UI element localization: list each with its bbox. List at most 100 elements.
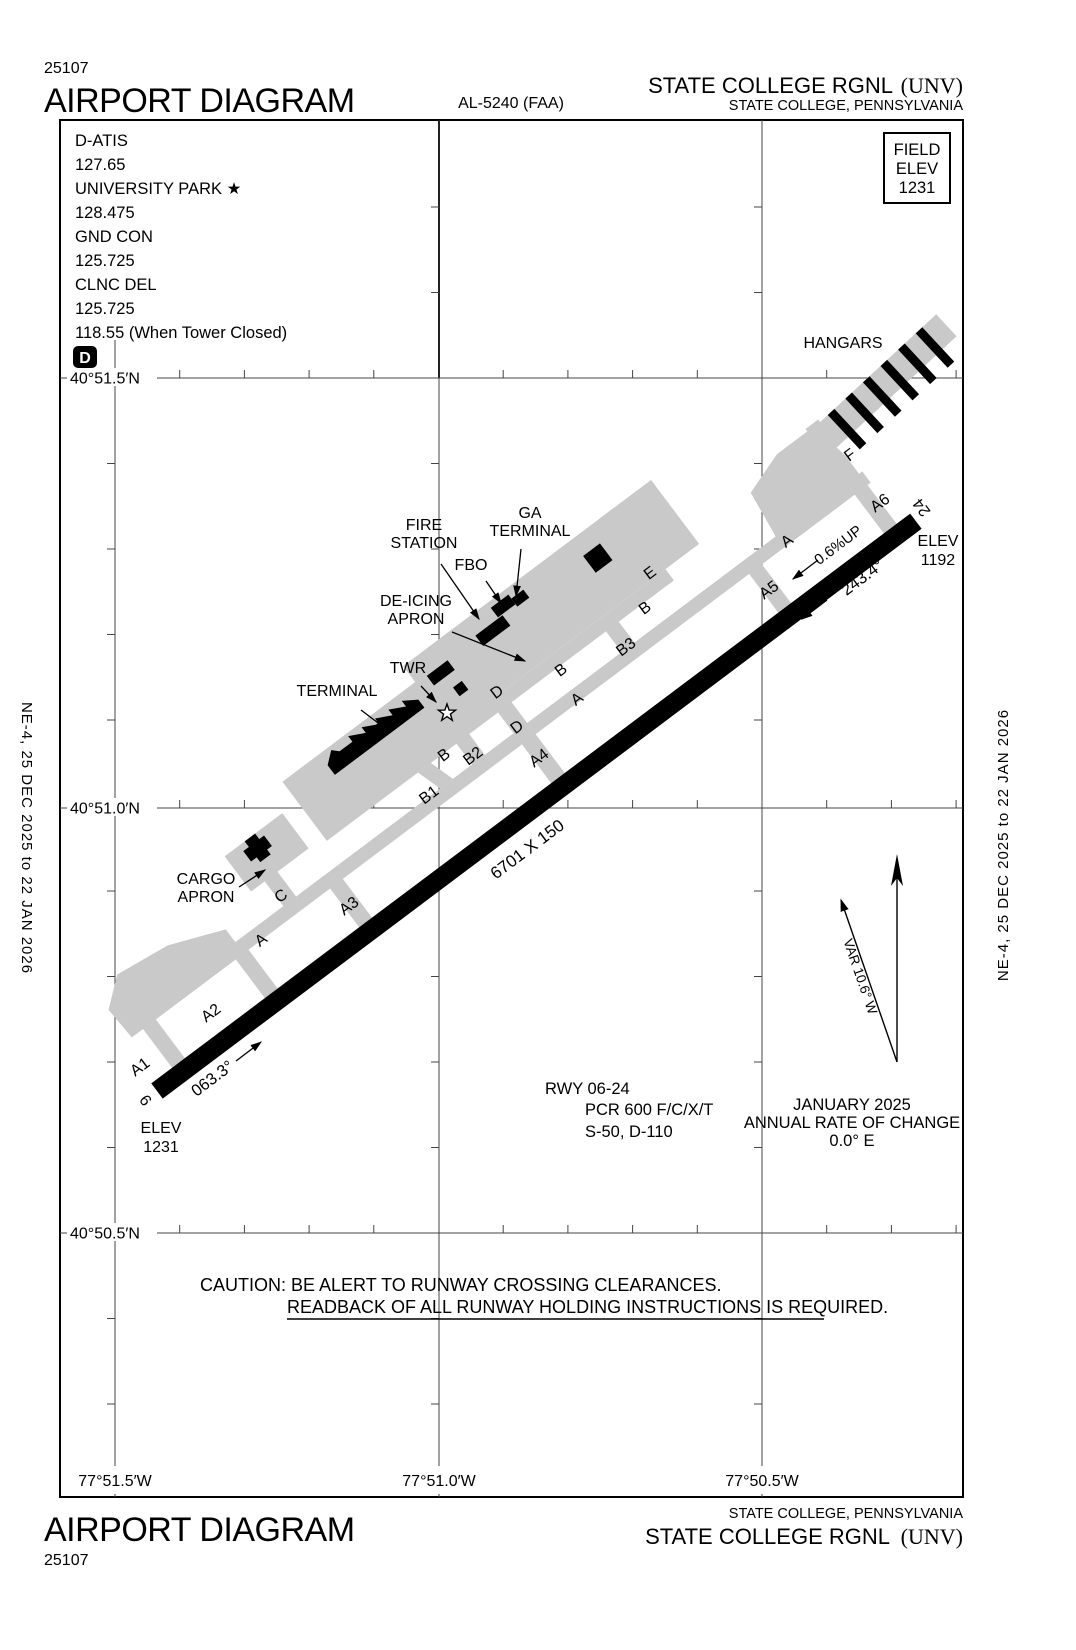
- comm-line: 128.475: [75, 204, 135, 222]
- annotation-twr: TWR: [390, 660, 426, 677]
- al-number: AL-5240 (FAA): [458, 95, 564, 112]
- fire-station-building: [475, 615, 511, 647]
- building-near-e: [583, 543, 613, 573]
- ga-terminal-building: [511, 589, 530, 607]
- taxiway-e-stub: [599, 508, 663, 584]
- svg-text:CAUTION: BE ALERT TO RUNWAY CR: CAUTION: BE ALERT TO RUNWAY CROSSING CLE…: [200, 1275, 721, 1295]
- footer-city: STATE COLLEGE, PENNSYLVANIA: [729, 1506, 964, 1522]
- svg-text:ELEV: ELEV: [141, 1120, 182, 1137]
- true-north-arrowhead: [891, 854, 903, 886]
- taxiway-a6-stub: [853, 483, 898, 535]
- taxiway-label-a1: A1: [127, 1055, 153, 1080]
- annotation-terminal: TERMINAL: [490, 523, 571, 540]
- datis-icon: D: [73, 346, 97, 368]
- southwest-apron: [108, 929, 244, 1038]
- longitude-label: 77°51.5′W: [78, 1473, 152, 1490]
- comm-line: D-ATIS: [75, 132, 128, 150]
- latitude-label: 40°51.5′N: [70, 371, 140, 388]
- header-chart-code: 25107: [44, 60, 89, 77]
- comm-line: 125.725: [75, 300, 135, 318]
- svg-text:ANNUAL RATE OF CHANGE: ANNUAL RATE OF CHANGE: [744, 1114, 960, 1132]
- leader-arrow: [440, 563, 480, 621]
- svg-text:1231: 1231: [899, 179, 936, 197]
- variation-arrows: VAR 10.6° W: [840, 854, 903, 1063]
- svg-text:1231: 1231: [143, 1139, 179, 1156]
- hangar-building: [845, 392, 884, 434]
- hangar-building: [915, 327, 955, 368]
- annotation-de-icing: DE-ICING: [380, 593, 452, 610]
- svg-text:RWY 06-24: RWY 06-24: [545, 1080, 630, 1098]
- taxiway-b1-stub: [418, 762, 453, 789]
- hangar-building: [827, 408, 867, 450]
- effective-dates-left: NE-4, 25 DEC 2025 to 22 JAN 2026: [18, 702, 35, 974]
- variation-label: VAR 10.6° W: [840, 937, 880, 1017]
- svg-text:S-50, D-110: S-50, D-110: [585, 1123, 673, 1141]
- runway-06-24: [151, 513, 922, 1099]
- taxiway-a3-stub: [328, 877, 373, 929]
- leader-arrow: [513, 548, 522, 598]
- svg-text:1192: 1192: [921, 552, 956, 569]
- field-elev-box: FIELD ELEV 1231: [883, 132, 951, 204]
- tower-star-icon: [436, 701, 458, 723]
- svg-text:ELEV: ELEV: [918, 533, 959, 550]
- annotation-fire: FIRE: [406, 517, 442, 534]
- annotation-ga: GA: [518, 505, 541, 522]
- taxiway-b2-stub: [455, 732, 487, 767]
- taxiway-a2-stub: [234, 948, 279, 1000]
- deicing-pad-building: [426, 660, 455, 686]
- comm-line: UNIVERSITY PARK ★: [75, 180, 242, 198]
- comm-line: 125.725: [75, 252, 135, 270]
- annotation-terminal: TERMINAL: [297, 683, 378, 700]
- page-title: AIRPORT DIAGRAM: [44, 82, 355, 120]
- taxiway-a1-stub: [141, 1017, 186, 1069]
- taxiway-a4-d-stub: [441, 627, 566, 785]
- footer-airport-name: STATE COLLEGE RGNL: [645, 1524, 890, 1549]
- svg-text:READBACK OF ALL RUNWAY HOLDING: READBACK OF ALL RUNWAY HOLDING INSTRUCTI…: [287, 1297, 888, 1317]
- caution-note: CAUTION: BE ALERT TO RUNWAY CROSSING CLE…: [200, 1275, 888, 1320]
- comm-line: CLNC DEL: [75, 276, 157, 294]
- runway-number-24: 24: [910, 495, 934, 520]
- longitude-label: 77°51.0′W: [402, 1473, 476, 1490]
- elevation-sw: ELEV 1231: [141, 1120, 182, 1156]
- footer-chart-code: 25107: [44, 1552, 89, 1569]
- annotation-apron: APRON: [388, 611, 445, 628]
- longitude-label: 77°50.5′W: [725, 1473, 799, 1490]
- airport-name: STATE COLLEGE RGNL: [648, 73, 893, 98]
- hangar-building: [862, 376, 902, 417]
- svg-text:PCR 600 F/C/X/T: PCR 600 F/C/X/T: [585, 1101, 713, 1119]
- taxiway-a: [128, 471, 871, 1034]
- annotation-labels: FIRESTATIONGATERMINALFBODE-ICINGAPRONTWR…: [177, 335, 883, 906]
- airport-id: (UNV): [901, 73, 963, 98]
- leader-arrow: [485, 580, 502, 605]
- hangar-area: [807, 314, 957, 457]
- elevation-ne: ELEV 1192: [918, 533, 959, 569]
- annotation-station: STATION: [391, 535, 458, 552]
- runway-info-block: RWY 06-24 PCR 600 F/C/X/T S-50, D-110: [545, 1080, 713, 1141]
- leader-arrow: [420, 685, 437, 703]
- svg-text:JANUARY 2025: JANUARY 2025: [793, 1096, 911, 1114]
- airport-layout: [108, 314, 957, 1099]
- leader-arrow: [360, 709, 388, 730]
- footer-title: AIRPORT DIAGRAM: [44, 1511, 355, 1549]
- hangar-building: [898, 343, 937, 385]
- annotation-fbo: FBO: [455, 557, 488, 574]
- taxiway-b3-stub: [604, 620, 636, 654]
- svg-text:D: D: [79, 350, 91, 367]
- effective-dates-right: NE-4, 25 DEC 2025 to 22 JAN 2026: [995, 709, 1012, 981]
- leader-arrow: [451, 631, 527, 662]
- svg-text:ELEV: ELEV: [896, 160, 938, 178]
- annotation-cargo: CARGO: [177, 871, 236, 888]
- leader-arrow: [238, 869, 267, 888]
- comm-line: 127.65: [75, 156, 125, 174]
- fbo-building: [490, 594, 516, 618]
- taxiway-c-stub: [262, 869, 298, 908]
- heading-sw-arrow: [235, 1041, 263, 1062]
- footer-airport-id: (UNV): [901, 1524, 963, 1549]
- airport-city: STATE COLLEGE, PENNSYLVANIA: [729, 98, 964, 114]
- taxiway-a5-stub: [747, 562, 792, 614]
- slope-arrow: [791, 559, 819, 580]
